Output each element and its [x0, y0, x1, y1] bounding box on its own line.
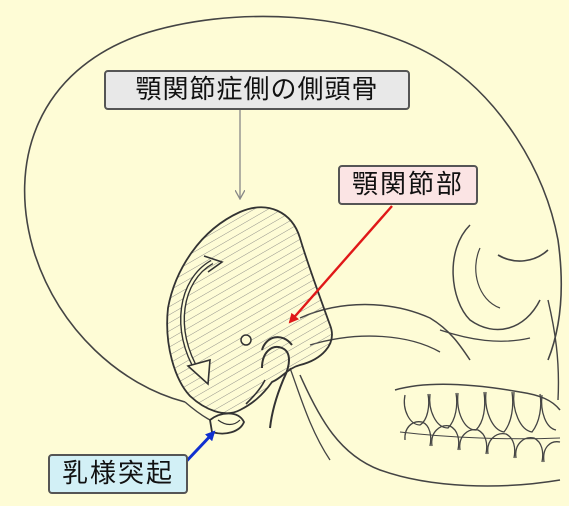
- mandible-ramus: [290, 368, 330, 460]
- tmj-label: 顎関節部: [338, 165, 478, 205]
- lower-teeth: [405, 422, 560, 462]
- orbit-inner: [476, 248, 500, 308]
- maxilla: [395, 384, 560, 410]
- occlusal-line: [400, 432, 560, 439]
- orbit-outline: [453, 225, 540, 330]
- brow-ridge: [498, 250, 548, 261]
- cheek-bone: [440, 330, 530, 341]
- mastoid-label: 乳様突起: [48, 454, 188, 494]
- nasal-outline: [548, 300, 558, 400]
- mastoid-process: [210, 414, 244, 434]
- temporal-bone-label: 顎関節症側の側頭骨: [104, 70, 410, 110]
- ear-canal: [241, 335, 251, 345]
- temporal-bone: [167, 207, 332, 413]
